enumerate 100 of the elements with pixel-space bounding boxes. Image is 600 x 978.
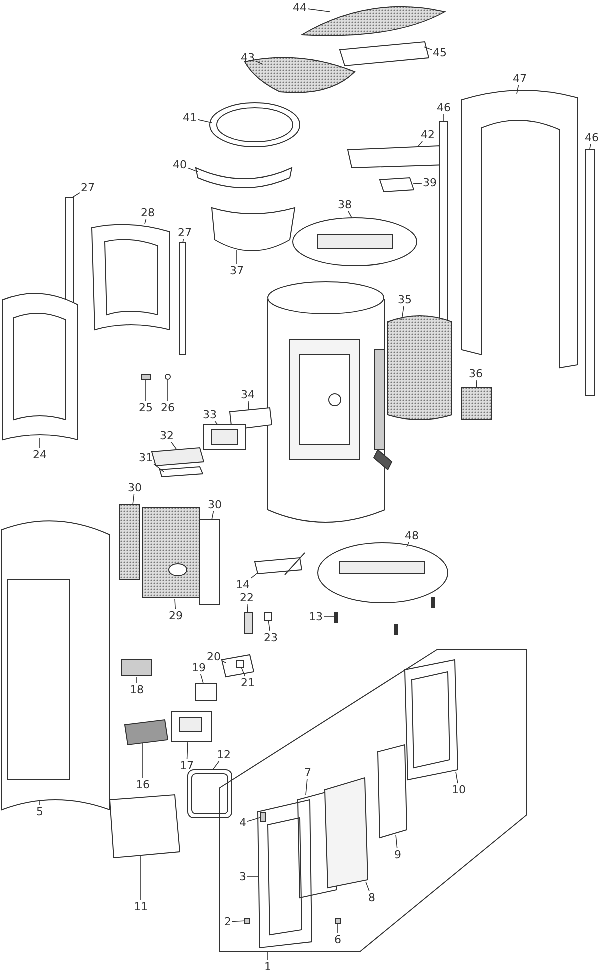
leader-line [324, 616, 334, 618]
small-part [244, 612, 253, 634]
leader-line [188, 168, 198, 172]
callout-number: 48 [404, 530, 420, 542]
small-part [236, 660, 244, 668]
leader-line [402, 306, 404, 320]
callout-number: 18 [129, 684, 145, 696]
leader-line [186, 742, 188, 760]
callout-number: 33 [202, 408, 218, 422]
leader-line [590, 144, 592, 150]
callout-number: 30 [127, 482, 143, 494]
small-part [141, 374, 151, 380]
callout-number: 39 [422, 176, 438, 190]
callout-number: 9 [394, 848, 402, 862]
callout-number: 45 [432, 46, 448, 60]
leader-line [250, 572, 258, 579]
callout-number: 30 [207, 498, 223, 512]
callout-number: 14 [235, 578, 251, 592]
leader-line [198, 119, 212, 124]
callout-number: 44 [292, 2, 308, 14]
leader-line [396, 834, 398, 849]
leader-line [140, 856, 142, 901]
callout-number: 38 [337, 198, 353, 212]
leader-line [456, 772, 458, 784]
callout-number: 4 [238, 816, 248, 830]
leader-line [212, 511, 214, 520]
callout-number: 13 [308, 610, 324, 624]
leader-line [136, 676, 138, 684]
small-part [244, 918, 250, 924]
callout-number: 17 [179, 760, 195, 772]
callout-number: 31 [138, 452, 154, 464]
leader-line [241, 668, 246, 677]
leader-line [72, 192, 80, 198]
callout-number: 2 [224, 916, 232, 928]
leader-line [268, 620, 271, 632]
leader-line [236, 250, 238, 265]
leader-line [308, 8, 330, 12]
callout-number: 29 [168, 610, 184, 622]
leader-line [132, 494, 135, 506]
callout-number: 41 [182, 112, 198, 124]
callout-number: 10 [451, 784, 467, 796]
leader-line [232, 920, 244, 922]
leader-line [174, 598, 176, 610]
leader-line [516, 85, 520, 94]
leader-line [222, 660, 226, 664]
callout-number: 3 [238, 870, 248, 884]
callout-number: 16 [135, 778, 151, 792]
small-part [264, 612, 272, 620]
small-part [195, 683, 217, 701]
leader-line [424, 46, 432, 50]
callout-number: 40 [172, 158, 188, 172]
leader-line [171, 442, 178, 450]
callout-number: 35 [397, 294, 413, 306]
leader-line [200, 674, 204, 684]
leader-line [212, 761, 220, 770]
callout-number: 5 [36, 806, 44, 818]
callout-number: 26 [160, 402, 176, 414]
leader-line [418, 141, 423, 148]
leader-line [476, 380, 478, 388]
callout-number: 32 [159, 430, 175, 442]
callout-number: 46 [436, 102, 452, 114]
leader-line [366, 882, 370, 892]
callout-number: 27 [177, 226, 193, 240]
leader-line [144, 219, 147, 224]
callout-number: 21 [240, 676, 256, 690]
leader-line [248, 401, 250, 410]
callout-number: 25 [138, 402, 154, 414]
leader-line [247, 818, 260, 822]
leader-line [412, 183, 422, 184]
callout-number: 8 [368, 892, 376, 904]
callout-number: 6 [334, 934, 342, 946]
leader-line [306, 779, 308, 796]
leader-line [247, 876, 258, 878]
leader-line [256, 61, 262, 64]
callout-number: 47 [512, 72, 528, 86]
callout-number: 28 [140, 206, 156, 220]
callout-number: 20 [206, 650, 222, 664]
callout-number: 24 [32, 448, 48, 462]
callout-number: 27 [80, 182, 96, 194]
callout-number: 12 [216, 748, 232, 762]
callout-number: 7 [304, 766, 312, 780]
leader-line [154, 464, 164, 472]
small-part [335, 918, 341, 924]
leader-line [214, 421, 218, 426]
callout-number: 22 [239, 592, 255, 604]
leader-line [348, 211, 352, 218]
callout-number: 36 [468, 368, 484, 380]
leader-line [246, 604, 248, 612]
callout-number: 23 [263, 632, 279, 644]
leader-line [406, 542, 410, 548]
leader-line [142, 742, 144, 779]
leader-line [182, 239, 184, 244]
callout-number: 42 [420, 128, 436, 142]
callout-number: 34 [240, 388, 256, 402]
callout-number: 37 [229, 264, 245, 278]
callout-number: 46 [584, 132, 600, 144]
small-round-part [165, 374, 171, 380]
callout-number: 11 [133, 900, 149, 914]
callout-number: 19 [191, 662, 207, 674]
callout-number: 1 [264, 960, 272, 974]
